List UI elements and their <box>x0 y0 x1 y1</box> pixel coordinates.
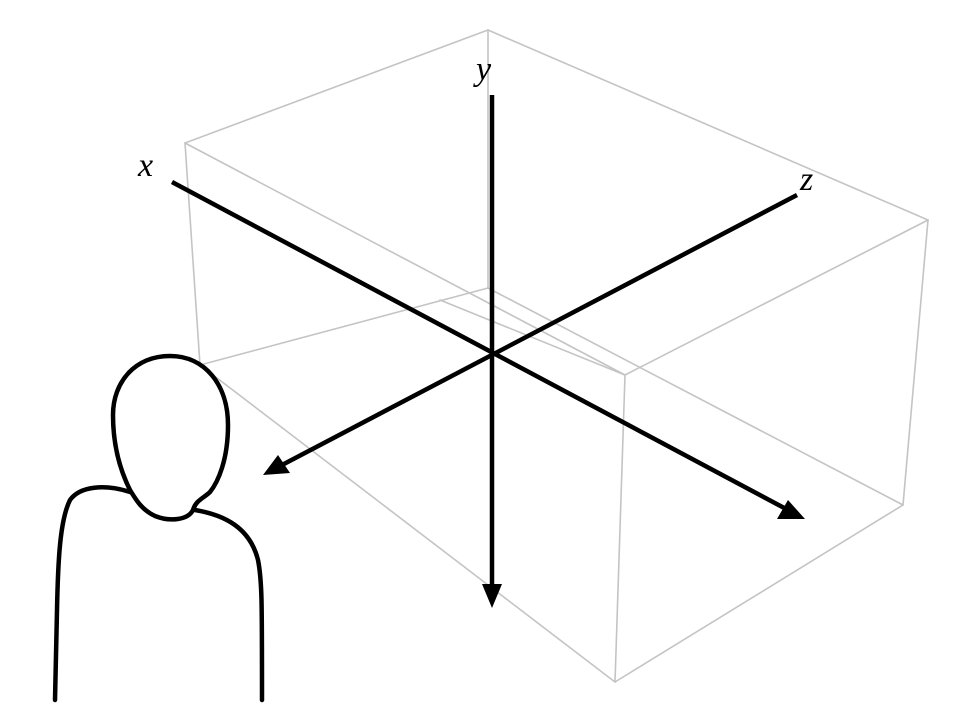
x-axis-arrow <box>777 500 805 519</box>
y-axis-label: y <box>473 51 492 88</box>
person-shoulders <box>52 485 265 703</box>
x-axis-line <box>170 180 790 512</box>
z-axis-arrow <box>263 455 290 475</box>
wireframe-box <box>184 29 929 683</box>
box-edge-top-front-left <box>184 29 489 144</box>
y-axis-arrow <box>482 584 502 608</box>
box-edge-top-front-right <box>624 219 929 376</box>
box-edge-vertical-left <box>184 142 201 366</box>
person-silhouette-icon <box>52 353 265 703</box>
z-axis-line <box>280 193 799 467</box>
x-axis-label: x <box>137 147 153 184</box>
box-edge-vertical-right <box>902 219 929 506</box>
box-edge-bottom-back-right <box>487 287 904 506</box>
z-axis-label: z <box>799 161 813 198</box>
box-edge-inner-center <box>439 299 626 376</box>
box-edge-bottom-front <box>199 364 616 683</box>
box-edge-vertical-front <box>614 374 626 683</box>
person-head <box>110 353 231 522</box>
box-edge-top-back-right <box>487 29 929 221</box>
axes: y x z <box>137 51 813 608</box>
box-edge-bottom-front-right <box>614 504 904 683</box>
box-edge-top-front <box>184 142 626 376</box>
